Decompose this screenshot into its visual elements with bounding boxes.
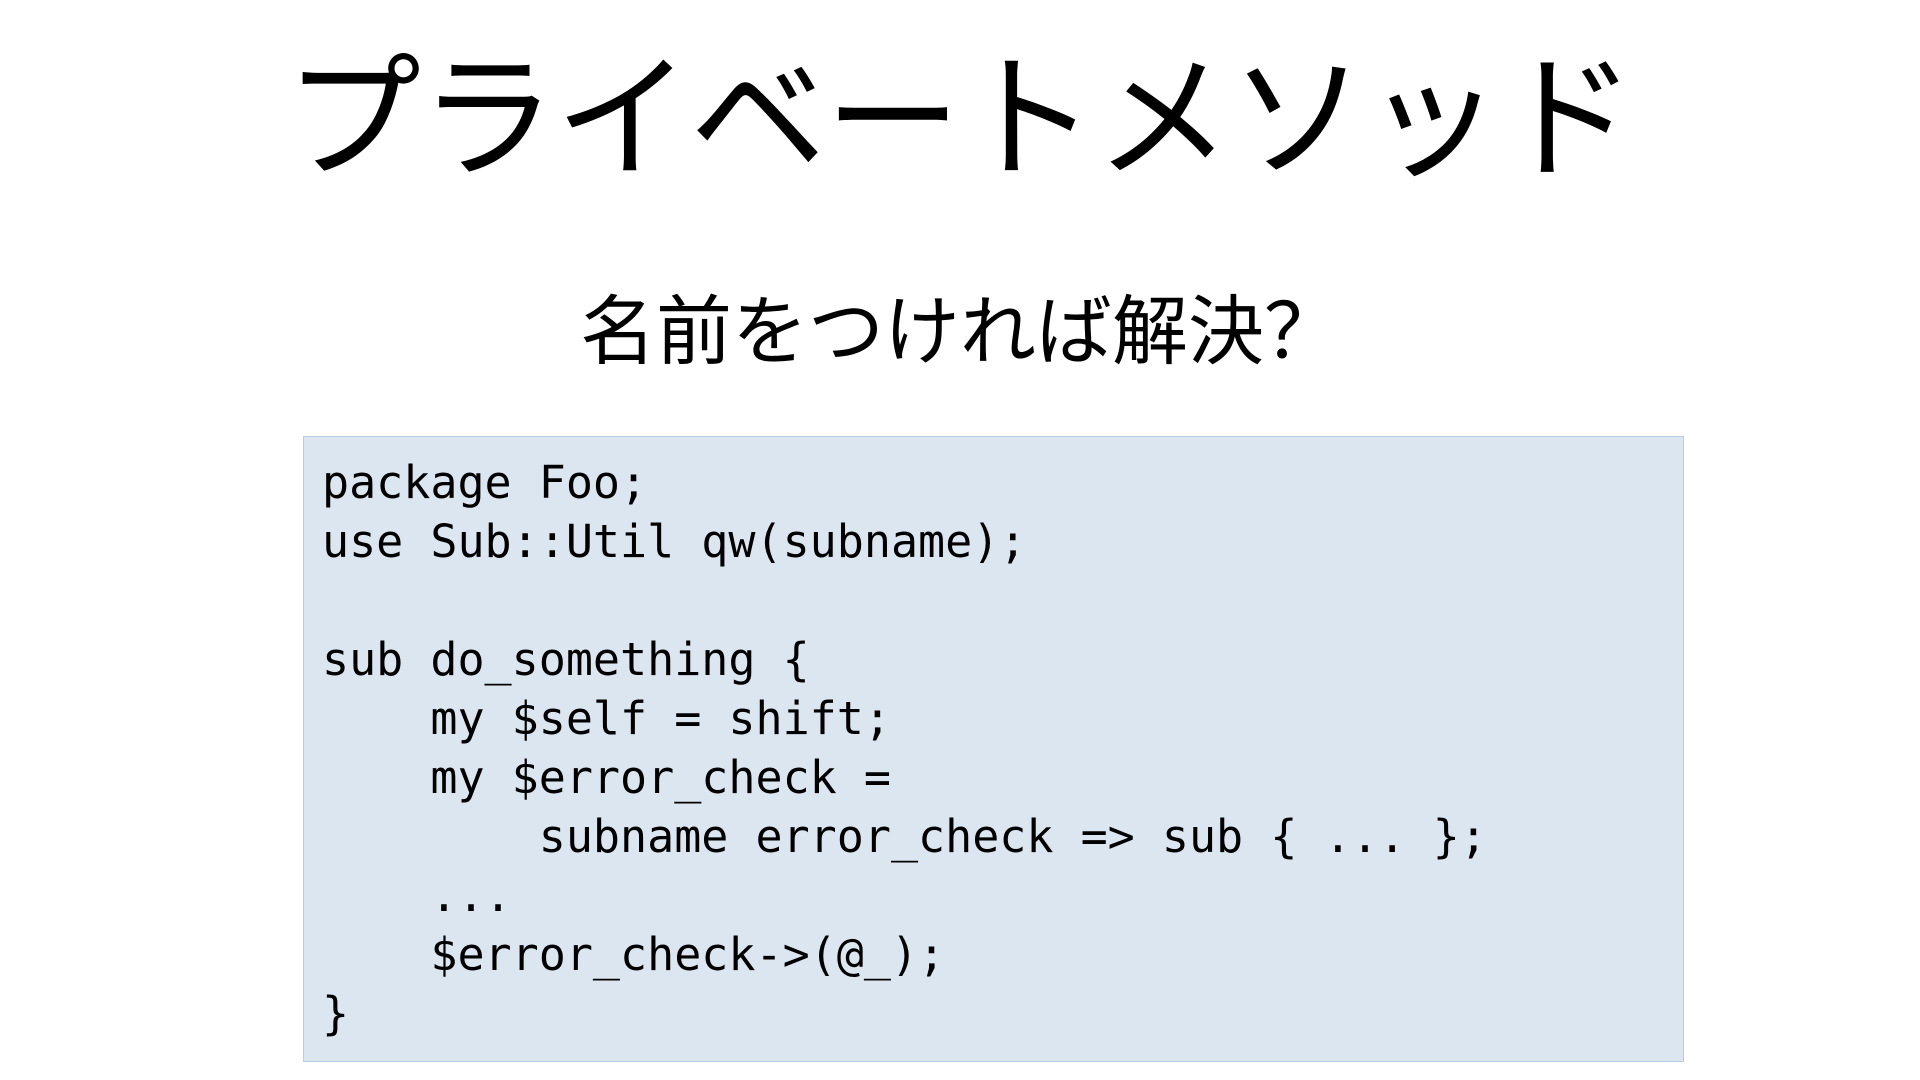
code-line: $error_check->(@_); — [322, 928, 946, 981]
page-subtitle: 名前をつければ解決？ — [580, 287, 1340, 376]
code-line: } — [322, 987, 350, 1040]
page-title: プライベートメソッド — [285, 41, 1636, 199]
code-line: my $error_check = — [322, 751, 891, 804]
code-block: package Foo; use Sub::Util qw(subname); … — [303, 436, 1684, 1062]
code-line: use Sub::Util qw(subname); — [322, 515, 1027, 568]
code-line-blank — [322, 571, 1665, 630]
code-line: ... — [322, 869, 512, 922]
code-line: sub do_something { — [322, 633, 810, 686]
code-line: package Foo; — [322, 456, 648, 509]
code-line: my $self = shift; — [322, 692, 891, 745]
code-line: subname error_check => sub { ... }; — [322, 810, 1487, 863]
